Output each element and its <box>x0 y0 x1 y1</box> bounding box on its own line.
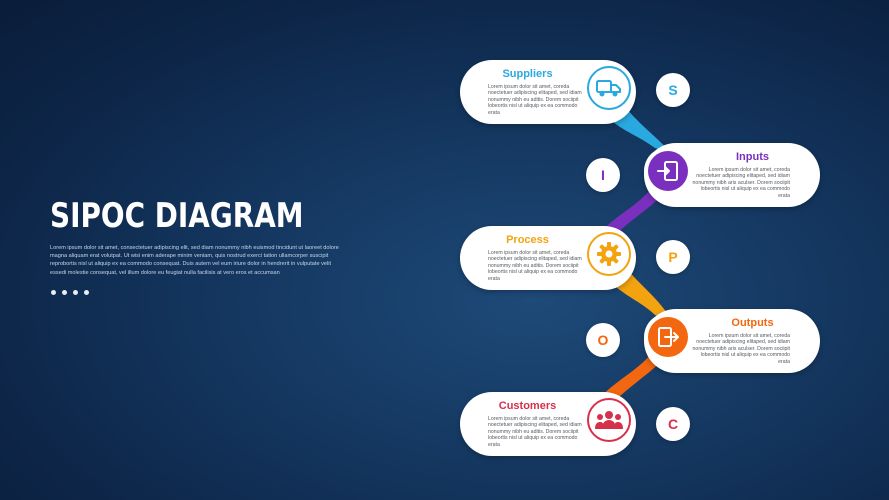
step-icon-suppliers <box>585 64 633 112</box>
step-letter-o: O <box>586 323 620 357</box>
step-title-process: Process <box>506 234 549 246</box>
dot <box>62 290 67 295</box>
step-text-outputs: Lorem ipsum dolor sit amet, coreda noect… <box>692 333 790 365</box>
dot <box>51 290 56 295</box>
step-letter-p: P <box>656 240 690 274</box>
dot <box>84 290 89 295</box>
step-title-customers: Customers <box>498 400 557 412</box>
step-text-suppliers: Lorem ipsum dolor sit amet, coreda noect… <box>488 84 582 116</box>
customers-group-icon <box>595 411 623 429</box>
dot <box>73 290 78 295</box>
page-title: SIPOC DIAGRAM <box>50 196 304 236</box>
step-title-suppliers: Suppliers <box>502 68 553 80</box>
step-letter-i: I <box>586 158 620 192</box>
page-description: Lorem ipsum dolor sit amet, consectetuer… <box>50 245 339 276</box>
gear-icon <box>597 242 621 266</box>
step-title-outputs: Outputs <box>731 317 774 329</box>
delivery-truck-icon <box>596 80 621 97</box>
ribbon-outputs-customers <box>598 350 667 405</box>
step-icon-inputs <box>644 147 692 195</box>
step-icon-customers <box>585 396 633 444</box>
step-text-process: Lorem ipsum dolor sit amet, coreda noect… <box>488 250 582 282</box>
step-letter-c: C <box>656 407 690 441</box>
output-icon <box>658 327 679 347</box>
ribbon-inputs-process <box>598 185 667 240</box>
step-title-inputs: Inputs <box>736 151 769 163</box>
step-icon-outputs <box>644 313 692 361</box>
input-icon <box>657 161 678 181</box>
step-text-inputs: Lorem ipsum dolor sit amet, coreda noect… <box>692 167 790 199</box>
step-card-outputs: Outputs Lorem ipsum dolor sit amet, core… <box>644 309 820 373</box>
step-icon-process <box>585 230 633 278</box>
step-text-customers: Lorem ipsum dolor sit amet, coreda noect… <box>488 416 582 448</box>
step-letter-s: S <box>656 73 690 107</box>
pagination-dots <box>51 290 89 295</box>
